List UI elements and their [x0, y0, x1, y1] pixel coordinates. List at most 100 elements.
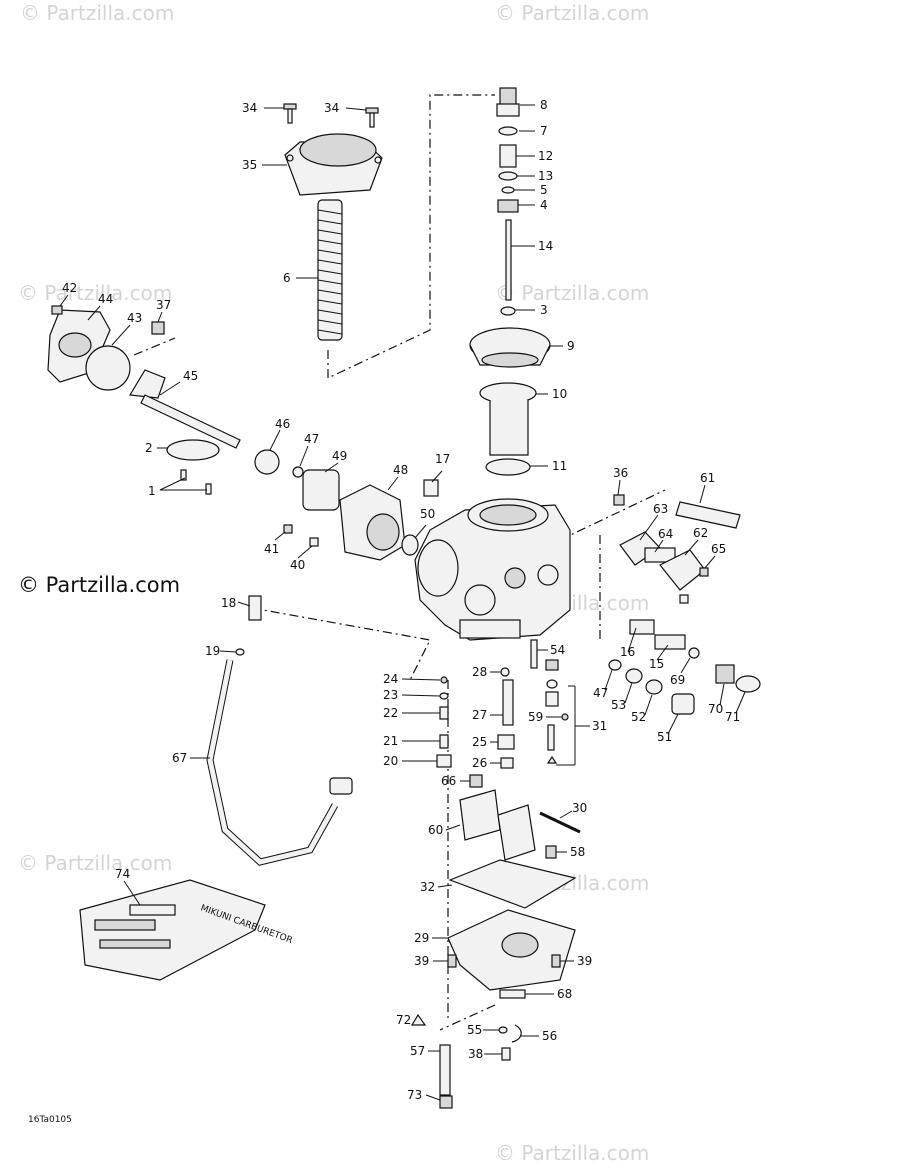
callout-8: 8 — [540, 98, 548, 112]
throttle-slide — [479, 382, 537, 456]
callout-14: 14 — [538, 239, 553, 253]
main-spring — [317, 199, 343, 341]
o-ring-47b — [608, 659, 622, 671]
callout-66: 66 — [441, 774, 456, 788]
callout-39: 39 — [577, 954, 592, 968]
screw-1b — [205, 483, 212, 495]
callout-72: 72 — [396, 1013, 411, 1027]
screw-38 — [501, 1047, 511, 1061]
plug-71 — [735, 675, 761, 693]
screw-68 — [499, 989, 526, 999]
callout-55: 55 — [467, 1023, 482, 1037]
callout-65: 65 — [711, 542, 726, 556]
screw-36 — [613, 494, 625, 506]
callout-38: 38 — [468, 1047, 483, 1061]
callout-32: 32 — [420, 880, 435, 894]
plug-73 — [439, 1095, 453, 1109]
callout-17: 17 — [435, 452, 450, 466]
callout-69: 69 — [670, 673, 685, 687]
callout-68: 68 — [557, 987, 572, 1001]
washer-40 — [309, 537, 319, 547]
throttle-valve-2 — [166, 439, 220, 461]
screw-34b — [365, 107, 379, 128]
screw-65 — [699, 567, 709, 577]
callout-58: 58 — [570, 845, 585, 859]
cap-51 — [671, 693, 695, 715]
gasket-32 — [448, 859, 577, 909]
callout-20: 20 — [383, 754, 398, 768]
callout-19: 19 — [205, 644, 220, 658]
callout-13: 13 — [538, 169, 553, 183]
callout-50: 50 — [420, 507, 435, 521]
watermark: © Partzilla.com — [20, 1, 174, 25]
callout-37: 37 — [156, 298, 171, 312]
callout-71: 71 — [725, 710, 740, 724]
callout-9: 9 — [567, 339, 575, 353]
pin-30 — [539, 811, 581, 834]
callout-30: 30 — [572, 801, 587, 815]
screw-42 — [51, 305, 63, 315]
screw-1a — [180, 469, 187, 481]
watermark: © Partzilla.com — [18, 281, 172, 305]
plunger-16 — [629, 619, 655, 635]
callout-49: 49 — [332, 449, 347, 463]
callout-74: 74 — [115, 867, 130, 881]
leader-lines — [59, 104, 746, 1101]
callout-6: 6 — [283, 271, 291, 285]
callout-31: 31 — [592, 719, 607, 733]
callout-53: 53 — [611, 698, 626, 712]
main-jets — [497, 667, 515, 769]
callout-labels: 34 34 35 6 8 7 12 13 5 4 14 3 9 10 11 42… — [62, 98, 740, 1102]
watermark: © Partzilla.com — [18, 851, 172, 875]
callout-67: 67 — [172, 751, 187, 765]
callout-15: 15 — [649, 657, 664, 671]
diaphragm — [469, 327, 551, 368]
gasket-43 — [85, 345, 131, 391]
callout-61: 61 — [700, 471, 715, 485]
callout-46: 46 — [275, 417, 290, 431]
clip-56 — [511, 1024, 522, 1043]
callout-57: 57 — [410, 1044, 425, 1058]
callout-60: 60 — [428, 823, 443, 837]
throttle-housing-48 — [339, 484, 406, 561]
clip-47 — [292, 466, 304, 478]
screw-39a — [447, 954, 457, 968]
callout-26: 26 — [472, 756, 487, 770]
cable-67 — [206, 659, 353, 866]
spring-18 — [248, 595, 262, 621]
screw-58 — [545, 845, 557, 859]
jets-stack — [436, 676, 483, 788]
float-60 — [459, 789, 536, 861]
callout-25: 25 — [472, 735, 487, 749]
drain-tube-57 — [439, 1044, 451, 1096]
callout-34: 34 — [324, 101, 339, 115]
callout-64: 64 — [658, 527, 673, 541]
spring-49 — [302, 469, 340, 511]
callout-45: 45 — [183, 369, 198, 383]
washer-55 — [498, 1026, 508, 1034]
callout-34: 34 — [242, 101, 257, 115]
callout-40: 40 — [290, 558, 305, 572]
callout-42: 42 — [62, 281, 77, 295]
plug-37 — [151, 321, 165, 335]
callout-35: 35 — [242, 158, 257, 172]
callout-1: 1 — [148, 484, 156, 498]
callout-12: 12 — [538, 149, 553, 163]
callout-44: 44 — [98, 292, 113, 306]
callout-73: 73 — [407, 1088, 422, 1102]
callout-39: 39 — [414, 954, 429, 968]
callout-3: 3 — [540, 303, 548, 317]
hose-61 — [675, 501, 741, 529]
washer-53 — [625, 668, 643, 684]
callout-41: 41 — [264, 542, 279, 556]
callout-51: 51 — [657, 730, 672, 744]
callout-47: 47 — [593, 686, 608, 700]
needle-stack — [496, 87, 520, 316]
top-cover — [284, 133, 383, 196]
seal-46 — [254, 449, 280, 475]
callout-52: 52 — [631, 710, 646, 724]
cap-17 — [423, 479, 439, 497]
assembly-lines — [133, 94, 666, 1031]
callout-70: 70 — [708, 702, 723, 716]
